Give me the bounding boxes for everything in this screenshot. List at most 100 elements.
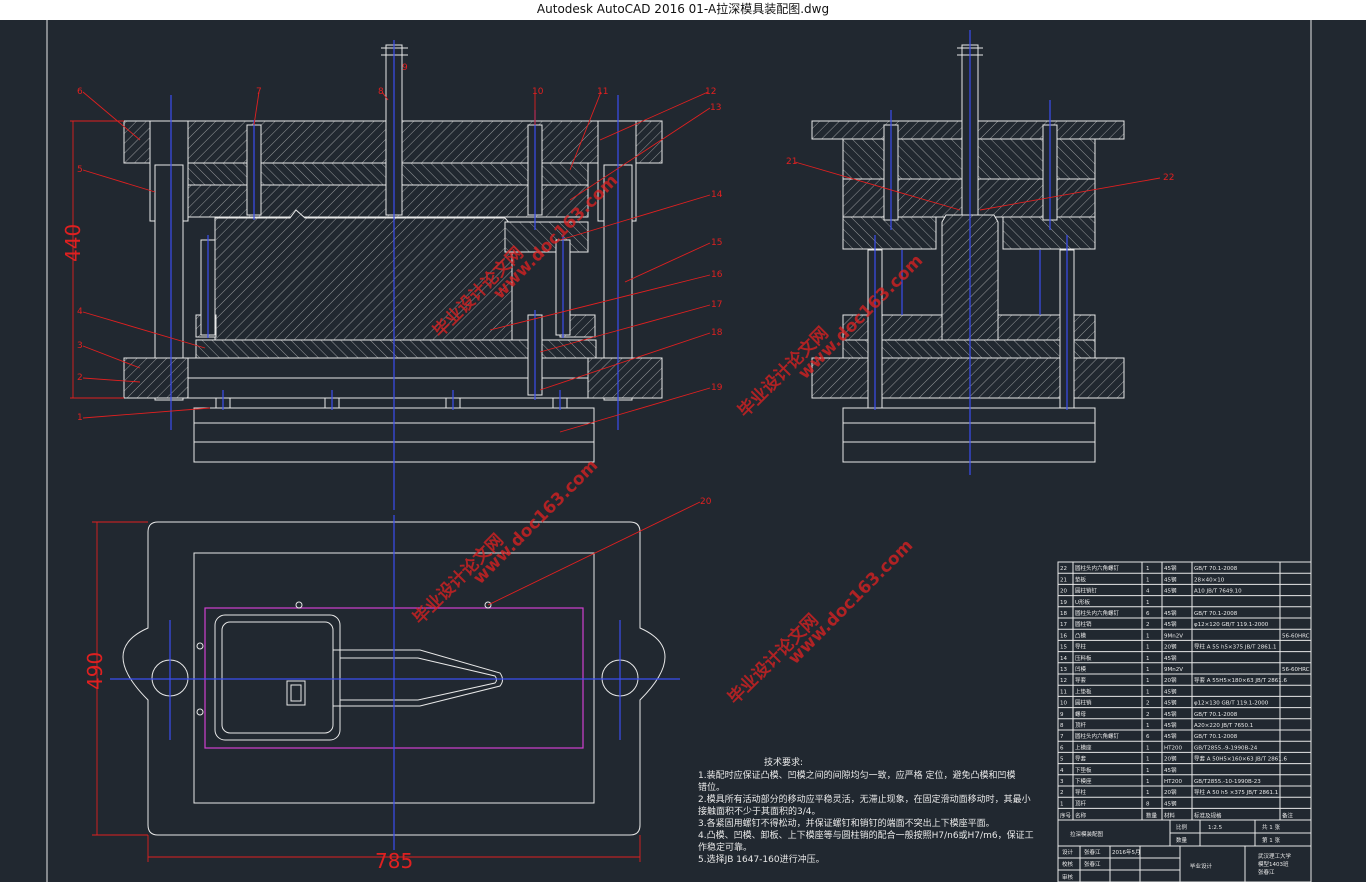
svg-text:张春江: 张春江 bbox=[1084, 860, 1101, 868]
bom-cell: 7 bbox=[1060, 734, 1064, 740]
bom-cell: 13 bbox=[1060, 667, 1067, 673]
callout-13: 13 bbox=[710, 103, 721, 113]
window-title: Autodesk AutoCAD 2016 01-A拉深模具装配图.dwg bbox=[0, 0, 1366, 20]
bom-cell: 导柱 bbox=[1075, 788, 1087, 796]
svg-text:设计: 设计 bbox=[1062, 848, 1074, 856]
bom-cell: 6 bbox=[1146, 611, 1150, 617]
svg-text:2.模具所有活动部分的移动应平稳灵活，无滞止现象，在固定滑动: 2.模具所有活动部分的移动应平稳灵活，无滞止现象，在固定滑动面移动时，其最小 bbox=[698, 793, 1031, 805]
bom-cell: 1 bbox=[1146, 790, 1150, 796]
bom-cell: 22 bbox=[1060, 566, 1067, 572]
bom-cell: 28×40×10 bbox=[1194, 577, 1225, 583]
bom-cell: 5 bbox=[1060, 757, 1064, 763]
bom-cell: 45钢 bbox=[1164, 620, 1177, 628]
cad-canvas[interactable]: 440 1 2 3 4 5 6 7 8 9 10 11 12 13 14 15 … bbox=[0, 20, 1366, 882]
bom-cell: 凸模 bbox=[1075, 631, 1087, 639]
bom-cell: 1 bbox=[1146, 656, 1150, 662]
scale: 1:2.5 bbox=[1208, 825, 1223, 831]
bom-cell: 45钢 bbox=[1164, 564, 1177, 572]
bom-cell: 圆柱销 bbox=[1075, 620, 1092, 628]
front-view bbox=[123, 40, 663, 510]
svg-text:校核: 校核 bbox=[1062, 860, 1074, 868]
callout-14: 14 bbox=[711, 190, 723, 200]
bom-cell: 导柱 A 50 h5 ×375 JB/T 2861.1 bbox=[1194, 788, 1278, 796]
svg-text:武汉理工大学: 武汉理工大学 bbox=[1258, 852, 1292, 860]
callout-10: 10 bbox=[532, 87, 544, 97]
bom-cell: 2 bbox=[1146, 622, 1150, 628]
bom-cell: GB/T 70.1-2008 bbox=[1194, 566, 1238, 572]
svg-text:1.装配时应保证凸模、凹模之间的间隙均匀一致，应严格: 1.装配时应保证凸模、凹模之间的间隙均匀一致，应严格 定位，避免凸模和凹模 bbox=[698, 769, 1015, 781]
bom-cell: 8 bbox=[1146, 801, 1150, 807]
bom-cell: 1 bbox=[1146, 779, 1150, 785]
svg-text:比例: 比例 bbox=[1176, 823, 1188, 831]
dim-490-label: 490 bbox=[83, 652, 107, 690]
bom-cell: 9 bbox=[1060, 712, 1064, 718]
callout-4: 4 bbox=[77, 307, 83, 317]
bom-cell: 21 bbox=[1060, 577, 1067, 583]
bom-cell: 10 bbox=[1060, 701, 1067, 707]
bom-cell: 下垫板 bbox=[1075, 766, 1092, 774]
bom-cell: HT200 bbox=[1164, 745, 1182, 751]
bom-cell: 3 bbox=[1060, 779, 1064, 785]
callout-3: 3 bbox=[77, 341, 83, 351]
bom-cell: 14 bbox=[1060, 656, 1067, 662]
bom-cell: 20 bbox=[1060, 589, 1067, 595]
bom-cell: 2 bbox=[1146, 712, 1150, 718]
bom-cell: 18 bbox=[1060, 611, 1067, 617]
bom-cell: U形板 bbox=[1075, 598, 1091, 606]
callout-16: 16 bbox=[711, 270, 723, 280]
bom-cell: 12 bbox=[1060, 678, 1067, 684]
bom-header-cell: 名称 bbox=[1075, 812, 1087, 820]
bom-cell: GB/T 70.1-2008 bbox=[1194, 734, 1238, 740]
bom-cell: GB/T2855.-9-1990B-24 bbox=[1194, 745, 1258, 751]
bom-cell: 垫板 bbox=[1075, 575, 1087, 583]
bom-cell: 45钢 bbox=[1164, 766, 1177, 774]
bom-cell: GB/T 70.1-2008 bbox=[1194, 611, 1238, 617]
callout-12: 12 bbox=[705, 87, 716, 97]
callout-5: 5 bbox=[77, 165, 83, 175]
bom-cell: 圆柱头内六角螺钉 bbox=[1075, 732, 1120, 740]
dimension-440: 440 bbox=[61, 120, 124, 399]
callout-22: 22 bbox=[1163, 173, 1174, 183]
bom-cell: 6 bbox=[1146, 734, 1150, 740]
bom-cell: 1 bbox=[1146, 745, 1150, 751]
bom-cell: 4 bbox=[1146, 589, 1150, 595]
bom-cell: A10 JB/T 7649.10 bbox=[1194, 589, 1242, 595]
bom-cell: 顶杆 bbox=[1075, 799, 1087, 807]
bom-cell: 1 bbox=[1146, 678, 1150, 684]
bom-cell: 1 bbox=[1060, 801, 1064, 807]
bom-cell: 17 bbox=[1060, 622, 1067, 628]
bom-cell: 6 bbox=[1060, 745, 1064, 751]
svg-text:数量: 数量 bbox=[1176, 836, 1188, 844]
bom-cell: 45钢 bbox=[1164, 799, 1177, 807]
bom-cell: 9Mn2V bbox=[1164, 667, 1183, 673]
bom-cell: 1 bbox=[1146, 757, 1150, 763]
bom-cell: HT200 bbox=[1164, 779, 1182, 785]
bom-cell: A20×220 JB/T 7650.1 bbox=[1194, 723, 1253, 729]
callout-20: 20 bbox=[700, 497, 712, 507]
bom-cell: 导柱 bbox=[1075, 643, 1087, 651]
plan-view: 20 bbox=[110, 497, 712, 850]
callout-15: 15 bbox=[711, 238, 722, 248]
svg-text:4.凸模、凹模、卸板、上下模座等与圆柱销的配合一般按照H7/: 4.凸模、凹模、卸板、上下模座等与圆柱销的配合一般按照H7/n6或H7/m6，保… bbox=[698, 829, 1034, 841]
bom-cell: GB/T 70.1-2008 bbox=[1194, 712, 1238, 718]
callout-11: 11 bbox=[597, 87, 608, 97]
svg-text:作稳定可靠。: 作稳定可靠。 bbox=[698, 841, 752, 853]
bom-cell: 下模座 bbox=[1075, 777, 1092, 785]
bom-cell: 45钢 bbox=[1164, 687, 1177, 695]
svg-text:审核: 审核 bbox=[1062, 873, 1074, 881]
svg-text:第 1 张: 第 1 张 bbox=[1262, 836, 1280, 844]
bom-cell: 压料板 bbox=[1075, 654, 1092, 662]
svg-text:张春江: 张春江 bbox=[1258, 868, 1275, 876]
bom-cell: 凹模 bbox=[1075, 665, 1087, 673]
callout-1: 1 bbox=[77, 413, 83, 423]
bom-cell: φ12×120 GB/T 119.1-2000 bbox=[1194, 622, 1269, 628]
bom-header-cell: 备注 bbox=[1282, 812, 1294, 820]
svg-text:3.各紧固用螺钉不得松动，并保证螺钉和销钉的端面不突出上下模: 3.各紧固用螺钉不得松动，并保证螺钉和销钉的端面不突出上下模座平面。 bbox=[698, 817, 995, 829]
callout-7: 7 bbox=[256, 87, 262, 97]
svg-text:模型1403班: 模型1403班 bbox=[1258, 860, 1289, 868]
bom-cell: 导套 A 50H5×160×63 JB/T 2861.6 bbox=[1194, 755, 1287, 763]
side-view: 21 22 bbox=[786, 30, 1174, 475]
bom-cell: 4 bbox=[1060, 768, 1064, 774]
bom-cell: 导柱 A 55 h5×375 JB/T 2861.1 bbox=[1194, 643, 1276, 651]
